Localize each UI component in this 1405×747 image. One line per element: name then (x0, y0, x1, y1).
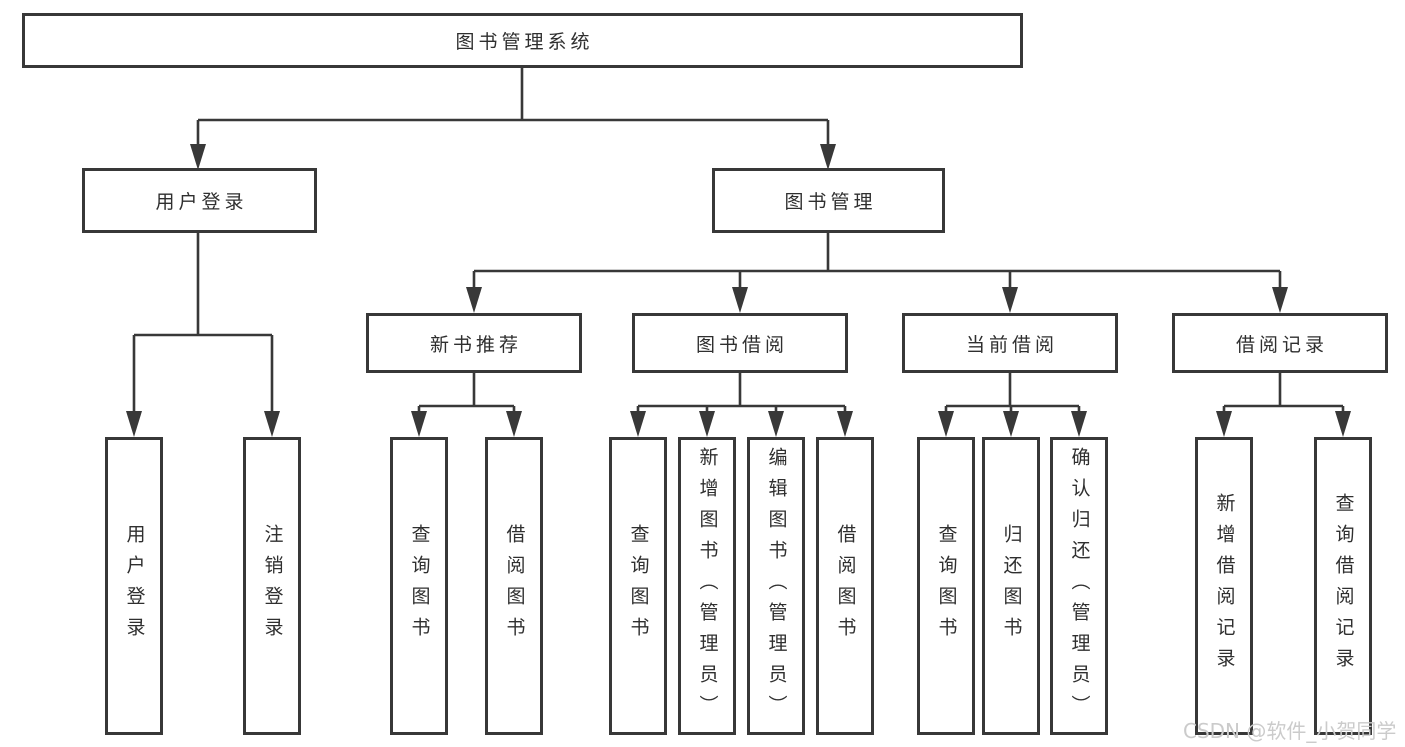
leaf-label: 新增借阅记录 (1213, 493, 1236, 679)
csdn-watermark: CSDN @软件_小贺同学 (1183, 719, 1397, 743)
leaf-query-books-borrowing: 查询图书 (609, 437, 667, 735)
node-label: 当前借阅 (965, 333, 1058, 356)
node-root-system: 图书管理系统 (22, 13, 1023, 68)
leaf-confirm-return-admin: 确认归还（管理员） (1050, 437, 1108, 735)
node-new-book-recommendation: 新书推荐 (366, 313, 582, 373)
leaf-label: 归还图书 (1000, 524, 1023, 648)
leaf-edit-books-admin: 编辑图书（管理员） (747, 437, 805, 735)
node-user-login: 用户登录 (82, 168, 317, 233)
node-label: 图书借阅 (695, 333, 788, 356)
leaf-logout: 注销登录 (243, 437, 301, 735)
leaf-label: 查询图书 (935, 524, 958, 648)
leaf-label: 借阅图书 (834, 524, 857, 648)
leaf-label: 借阅图书 (503, 524, 526, 648)
node-book-management: 图书管理 (712, 168, 945, 233)
node-label: 图书管理系统 (455, 31, 594, 53)
node-current-borrowing: 当前借阅 (902, 313, 1118, 373)
leaf-borrow-books: 借阅图书 (816, 437, 874, 735)
leaf-return-books: 归还图书 (982, 437, 1040, 735)
leaf-add-borrow-record: 新增借阅记录 (1195, 437, 1253, 735)
leaf-label: 确认归还（管理员） (1068, 446, 1091, 726)
node-label: 用户登录 (155, 191, 248, 213)
node-label: 图书管理 (784, 191, 877, 213)
leaf-label: 新增图书（管理员） (696, 446, 719, 726)
node-label: 新书推荐 (429, 333, 522, 356)
node-label: 借阅记录 (1235, 333, 1328, 356)
leaf-label: 查询图书 (627, 524, 650, 648)
node-book-borrowing: 图书借阅 (632, 313, 848, 373)
leaf-user-login: 用户登录 (105, 437, 163, 735)
leaf-label: 注销登录 (261, 524, 284, 648)
leaf-query-books-recommend: 查询图书 (390, 437, 448, 735)
leaf-label: 查询图书 (408, 524, 431, 648)
node-borrowing-records: 借阅记录 (1172, 313, 1388, 373)
leaf-query-books-current: 查询图书 (917, 437, 975, 735)
leaf-query-borrow-record: 查询借阅记录 (1314, 437, 1372, 735)
leaf-label: 查询借阅记录 (1332, 493, 1355, 679)
leaf-label: 编辑图书（管理员） (765, 446, 788, 726)
leaf-add-books-admin: 新增图书（管理员） (678, 437, 736, 735)
arrowhead-icons (126, 144, 1351, 437)
leaf-borrow-books-recommend: 借阅图书 (485, 437, 543, 735)
leaf-label: 用户登录 (123, 524, 146, 648)
